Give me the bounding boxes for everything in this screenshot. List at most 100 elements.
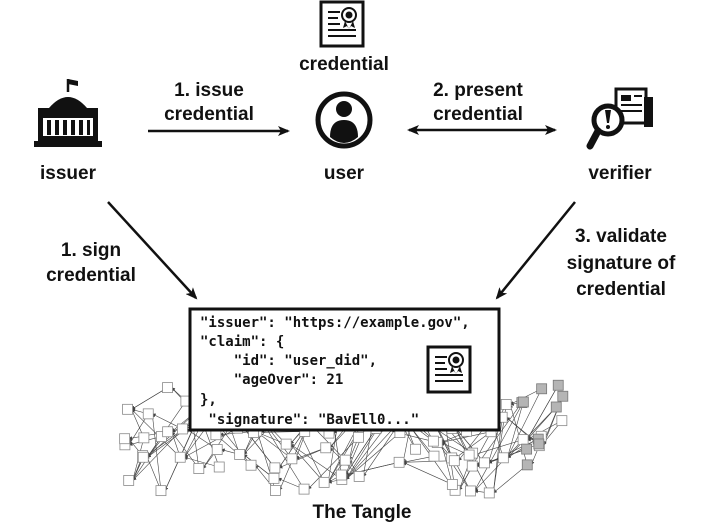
tangle-edge bbox=[506, 401, 524, 459]
tangle-node bbox=[463, 449, 475, 461]
tangle-node bbox=[479, 457, 490, 469]
tangle-edge bbox=[507, 406, 557, 459]
tangle-edge bbox=[289, 443, 325, 483]
tangle-node bbox=[466, 460, 478, 472]
tangle-node bbox=[521, 443, 533, 455]
tangle-node bbox=[142, 408, 154, 420]
tangle-edge bbox=[440, 431, 492, 444]
tangle-node bbox=[335, 469, 347, 481]
tangle-edge bbox=[491, 417, 503, 494]
tangle-edge bbox=[345, 428, 377, 476]
issue-arrow-label-line1: 1. issue bbox=[174, 80, 244, 101]
tangle-edge bbox=[507, 388, 542, 459]
validate-arrow-label-line1: 3. validate bbox=[575, 226, 667, 247]
tangle-node bbox=[557, 390, 569, 402]
present-arrow-label-line1: 2. present bbox=[433, 80, 523, 101]
tangle-edge bbox=[526, 385, 559, 441]
tangle-node bbox=[177, 423, 188, 435]
credential-certificate-icon bbox=[426, 345, 472, 394]
tangle-node bbox=[393, 456, 405, 468]
tangle-node bbox=[122, 403, 133, 415]
tangle-node bbox=[428, 450, 440, 462]
tangle-edge bbox=[257, 432, 293, 460]
verifier-label: verifier bbox=[588, 163, 652, 184]
tangle-edge bbox=[289, 443, 343, 480]
json-line-claim: "claim": { bbox=[200, 334, 284, 350]
sign-arrow-label-line2: credential bbox=[46, 265, 136, 286]
tangle-node bbox=[556, 415, 568, 427]
tangle-node bbox=[119, 433, 131, 445]
tangle-edge bbox=[131, 408, 181, 458]
tangle-node bbox=[298, 483, 310, 495]
tangle-node bbox=[162, 426, 174, 438]
tangle-node bbox=[286, 453, 298, 465]
tangle-node bbox=[137, 451, 149, 463]
tangle-node bbox=[500, 399, 512, 410]
tangle-edge bbox=[487, 438, 539, 464]
tangle-node bbox=[533, 438, 545, 450]
government-building-icon bbox=[34, 79, 102, 147]
tangle-node bbox=[138, 432, 150, 444]
tangle-node bbox=[174, 451, 186, 463]
tangle-edge bbox=[455, 431, 492, 459]
tangle-node bbox=[193, 463, 205, 474]
tangle-edge bbox=[474, 439, 524, 492]
tangle-edge bbox=[131, 387, 168, 410]
tangle-edge bbox=[475, 402, 523, 467]
issue-arrow-label-line2: credential bbox=[164, 104, 254, 125]
sign-arrow bbox=[107, 201, 198, 300]
tangle-node bbox=[268, 472, 280, 484]
tangle-node bbox=[497, 452, 509, 464]
tangle-edge bbox=[474, 401, 524, 492]
tangle-edge bbox=[307, 437, 359, 490]
tangle-node bbox=[245, 459, 257, 471]
credential-document-icon bbox=[319, 0, 365, 48]
tangle-node bbox=[552, 379, 564, 391]
verifier-magnifier-document-icon bbox=[586, 87, 653, 150]
tangle-node bbox=[353, 471, 365, 482]
tangle-edge bbox=[171, 431, 200, 469]
tangle-label: The Tangle bbox=[313, 502, 412, 522]
tangle-edge bbox=[183, 456, 220, 468]
tangle-node bbox=[410, 443, 421, 455]
tangle-node bbox=[320, 442, 332, 454]
tangle-node bbox=[339, 454, 351, 466]
json-line-close: }, bbox=[200, 392, 217, 408]
tangle-edge bbox=[146, 455, 162, 491]
tangle-node bbox=[269, 462, 281, 474]
tangle-edge bbox=[492, 464, 528, 494]
json-line-id: "id": "user_did", bbox=[200, 353, 377, 369]
tangle-node bbox=[155, 485, 167, 497]
tangle-edge bbox=[146, 420, 197, 458]
tangle-node bbox=[448, 455, 460, 467]
user-avatar-icon bbox=[315, 91, 373, 149]
tangle-node bbox=[318, 476, 330, 488]
tangle-node bbox=[446, 479, 458, 490]
user-label: user bbox=[324, 163, 365, 184]
tangle-edge bbox=[344, 462, 400, 477]
json-line-signature: "signature": "BavEll0..." bbox=[200, 412, 419, 428]
tangle-edge bbox=[150, 413, 162, 491]
json-line-ageover: "ageOver": 21 bbox=[200, 372, 343, 388]
credential-json-box: "issuer": "https://example.gov", "claim"… bbox=[188, 307, 501, 432]
tangle-node bbox=[536, 383, 548, 395]
tangle-node bbox=[123, 475, 135, 486]
tangle-node bbox=[550, 401, 562, 413]
tangle-edge bbox=[402, 461, 453, 485]
tangle-node bbox=[427, 435, 439, 447]
tangle-node bbox=[270, 485, 281, 496]
tangle-node bbox=[213, 461, 225, 473]
tangle-node bbox=[280, 438, 292, 450]
tangle-node bbox=[162, 382, 173, 394]
tangle-edge bbox=[183, 427, 238, 458]
tangle-node bbox=[521, 459, 533, 471]
validate-arrow bbox=[495, 201, 576, 300]
sign-arrow-label-line1: 1. sign bbox=[61, 240, 121, 261]
json-line-issuer: "issuer": "https://example.gov", bbox=[200, 315, 470, 331]
validate-arrow-label-line3: credential bbox=[576, 279, 666, 300]
tangle-node bbox=[483, 487, 495, 499]
credential-label: credential bbox=[299, 54, 389, 75]
tangle-node bbox=[211, 444, 223, 455]
tangle-node bbox=[234, 449, 246, 460]
